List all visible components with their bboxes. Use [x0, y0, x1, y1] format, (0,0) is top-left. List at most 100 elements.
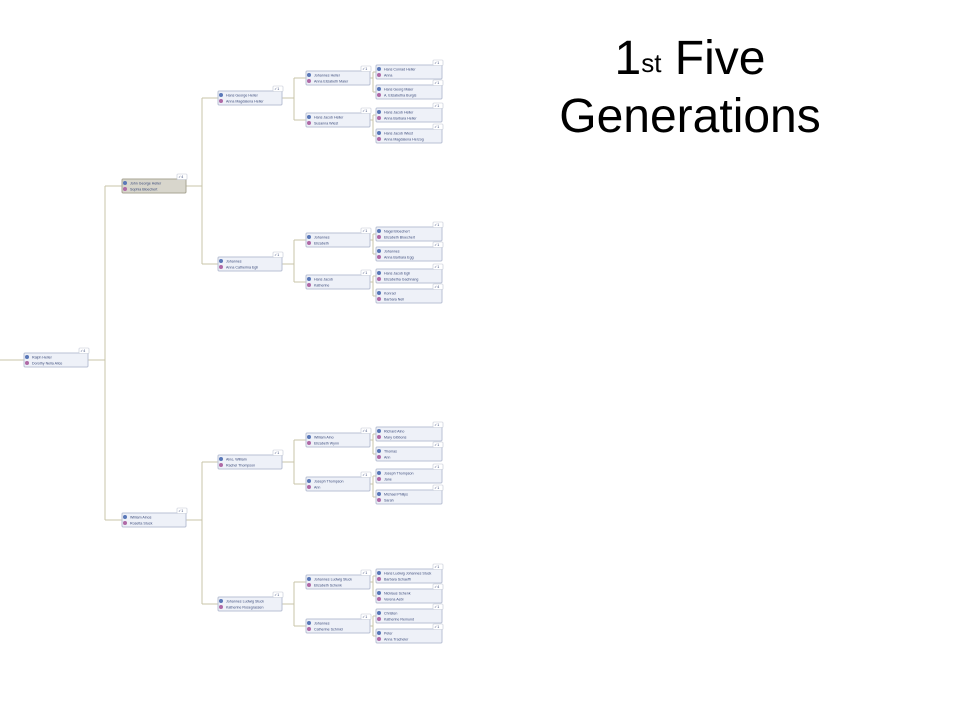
- wife-name[interactable]: Catherine Schmid: [314, 627, 343, 631]
- wife-name[interactable]: Susanna Wiest: [314, 121, 338, 125]
- husband-name[interactable]: Hans Jacob Wiest: [384, 132, 413, 136]
- child-count-badge[interactable]: ✓1: [432, 463, 444, 470]
- child-count-badge[interactable]: ✓1: [432, 563, 444, 570]
- child-count-badge[interactable]: ✓1: [360, 471, 372, 478]
- wife-name[interactable]: Elizabeth: [314, 241, 329, 245]
- husband-name[interactable]: Thomas: [384, 450, 397, 454]
- wife-name[interactable]: Ann: [314, 485, 320, 489]
- child-count-badge[interactable]: ✓1: [432, 603, 444, 610]
- wife-name[interactable]: Anna Catherina Egli: [226, 265, 258, 269]
- child-count-badge[interactable]: ✓1: [432, 623, 444, 630]
- wife-name[interactable]: Anna Barbara Heller: [384, 116, 417, 120]
- child-count-badge[interactable]: ✓1: [432, 263, 444, 270]
- child-count-badge[interactable]: ✓1: [272, 591, 284, 598]
- child-count-badge[interactable]: ✓1: [432, 123, 444, 130]
- husband-name[interactable]: William Alno: [314, 436, 334, 440]
- wife-name[interactable]: Verena Aebi: [384, 597, 404, 601]
- husband-name[interactable]: Christen: [384, 612, 397, 616]
- husband-name[interactable]: Hans Ludwig Johannes Stuck: [384, 572, 432, 576]
- husband-name[interactable]: Hans Jacob Egli: [384, 272, 410, 276]
- husband-name[interactable]: Peter: [384, 632, 393, 636]
- wife-name[interactable]: Anna: [384, 73, 392, 77]
- husband-name[interactable]: Konrad: [384, 292, 396, 296]
- husband-name[interactable]: John George Heller: [130, 182, 162, 186]
- child-count-badge[interactable]: ✓1: [272, 251, 284, 258]
- child-count-badge[interactable]: ✓4: [176, 173, 188, 180]
- husband-name[interactable]: Hans Conrad Heller: [384, 68, 416, 72]
- wife-name[interactable]: Anna Barbara Egg: [384, 255, 414, 259]
- child-count-badge[interactable]: ✓1: [432, 241, 444, 248]
- child-count-badge[interactable]: ✓1: [360, 269, 372, 276]
- wife-name[interactable]: Anna Magdalena Herzog: [384, 137, 424, 141]
- wife-name[interactable]: Dorothy Nella Alice: [32, 361, 62, 365]
- husband-name[interactable]: Joseph Thompson: [314, 480, 344, 484]
- wife-name[interactable]: Sarah: [384, 498, 394, 502]
- child-count-badge[interactable]: ✓4: [360, 427, 372, 434]
- child-count-badge[interactable]: ✓1: [432, 102, 444, 109]
- wife-name[interactable]: Anna Elizabeth Maier: [314, 79, 349, 83]
- husband-name[interactable]: Hans Jacob Heller: [314, 116, 344, 120]
- child-count-badge[interactable]: ✓4: [432, 583, 444, 590]
- wife-name[interactable]: Elizabeth Bloechert: [384, 235, 415, 239]
- child-count-badge[interactable]: ✓1: [432, 79, 444, 86]
- wife-name[interactable]: Rosetta Stuck: [130, 521, 153, 525]
- wife-name[interactable]: Jane: [384, 477, 392, 481]
- wife-name[interactable]: Elizabeth Schenk: [314, 583, 342, 587]
- child-count-badge[interactable]: ✓1: [432, 59, 444, 66]
- husband-name[interactable]: Johannes Ludwig Stuck: [226, 600, 264, 604]
- husband-name[interactable]: Johannes: [314, 236, 330, 240]
- wife-name[interactable]: Elizabeth Wynn: [314, 441, 339, 445]
- child-count-badge[interactable]: ✓1: [432, 441, 444, 448]
- husband-name[interactable]: Hans George Heller: [226, 94, 259, 98]
- husband-name[interactable]: Hans Jacob Heller: [384, 111, 414, 115]
- husband-name[interactable]: Nagel Bloechert: [384, 230, 410, 234]
- child-count-badge[interactable]: ✓1: [432, 484, 444, 491]
- child-count-badge[interactable]: ✓4: [78, 347, 90, 354]
- wife-name[interactable]: Ann: [384, 455, 390, 459]
- wife-name[interactable]: Katherine: [314, 283, 329, 287]
- wife-name[interactable]: Anna Magdalena Heller: [226, 99, 264, 103]
- child-count-badge[interactable]: ✓1: [272, 449, 284, 456]
- child-count-badge[interactable]: ✓1: [432, 221, 444, 228]
- child-count-badge[interactable]: ✓4: [432, 283, 444, 290]
- child-count-badge[interactable]: ✓1: [432, 421, 444, 428]
- husband-name[interactable]: Johannes: [314, 622, 330, 626]
- wife-name[interactable]: Mary Gibbons: [384, 435, 407, 439]
- husband-name[interactable]: Joseph Thompson: [384, 472, 414, 476]
- wife-name[interactable]: Elizabetha Gachnang: [384, 277, 418, 281]
- wife-name[interactable]: Rachel Thompson: [226, 463, 255, 467]
- wife-name[interactable]: Sophia Bloechert: [130, 187, 157, 191]
- husband-name[interactable]: Richard Alno: [384, 430, 404, 434]
- husband-name[interactable]: Johannes: [384, 250, 400, 254]
- husband-name[interactable]: Michael Philips: [384, 493, 408, 497]
- husband-name[interactable]: Nicklaus Schenk: [384, 592, 411, 596]
- husband-name[interactable]: Johannes: [226, 260, 242, 264]
